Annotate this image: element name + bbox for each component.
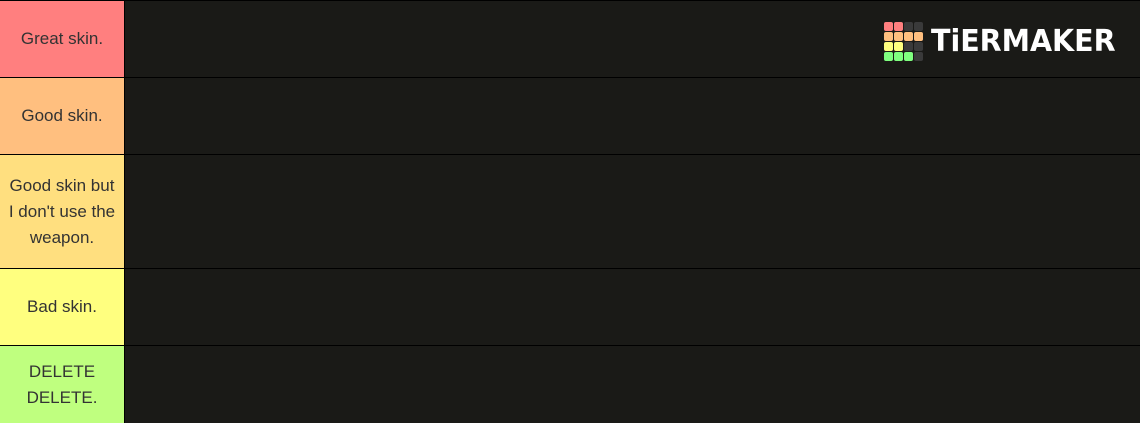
tier-row-great-skin: Great skin.	[0, 1, 1140, 77]
tier-row-good-skin-unused-weapon: Good skin but I don't use the weapon.	[0, 155, 1140, 268]
tier-row-delete: DELETE DELETE.	[0, 346, 1140, 423]
tier-row-bad-skin: Bad skin.	[0, 269, 1140, 345]
tier-items-dropzone[interactable]	[125, 269, 1140, 345]
tier-label[interactable]: Good skin but I don't use the weapon.	[0, 155, 124, 268]
tier-row-good-skin: Good skin.	[0, 78, 1140, 154]
tier-items-dropzone[interactable]	[125, 155, 1140, 268]
tiermaker-grid-logo-icon	[884, 21, 923, 61]
tier-label[interactable]: Great skin.	[0, 1, 124, 77]
tier-label[interactable]: Bad skin.	[0, 269, 124, 345]
tiermaker-logo: TiERMAKER	[884, 20, 1125, 62]
tier-items-dropzone[interactable]	[125, 78, 1140, 154]
tier-items-dropzone[interactable]	[125, 346, 1140, 423]
tiermaker-logo-text: TiERMAKER	[931, 23, 1116, 59]
tier-items-dropzone[interactable]	[125, 1, 1140, 77]
tier-label[interactable]: DELETE DELETE.	[0, 346, 124, 423]
tier-label[interactable]: Good skin.	[0, 78, 124, 154]
